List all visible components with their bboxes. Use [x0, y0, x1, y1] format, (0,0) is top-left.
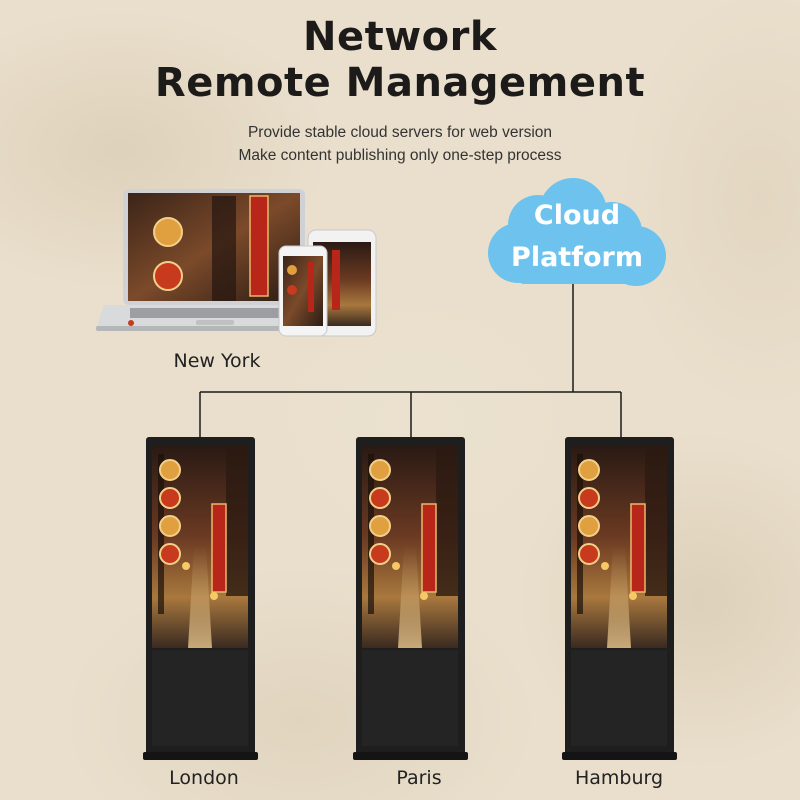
city-label-hamburg: Hamburg — [574, 767, 664, 789]
city-label-paris: Paris — [396, 767, 442, 789]
laptop-icon — [96, 189, 330, 331]
subtitle-line-2: Make content publishing only one-step pr… — [238, 147, 562, 164]
cloud-icon — [488, 178, 666, 286]
city-label-new-york: New York — [173, 350, 261, 372]
phone-icon — [278, 229, 377, 337]
subtitle-line-1: Provide stable cloud servers for web ver… — [247, 124, 553, 141]
kiosk-display-icon — [353, 437, 468, 760]
kiosk-display-icon — [143, 437, 258, 760]
page-title-line-1: Network — [303, 14, 497, 60]
page-title-line-2: Remote Management — [154, 60, 646, 106]
kiosk-display-icon — [562, 437, 677, 760]
cloud-label-line-2: Platform — [511, 242, 643, 273]
city-label-london: London — [169, 767, 239, 789]
connector-lines — [199, 282, 622, 437]
cloud-label-line-1: Cloud — [533, 200, 621, 231]
